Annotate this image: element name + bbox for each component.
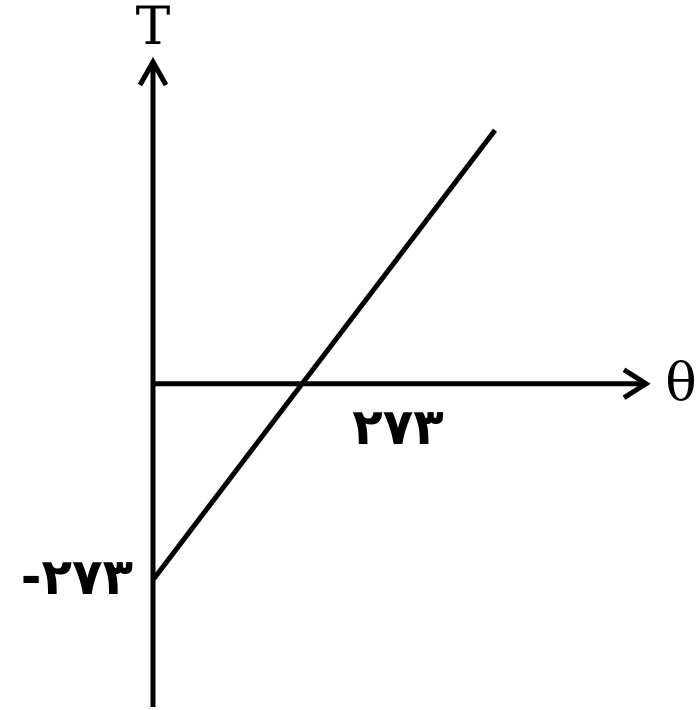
x-axis-arrowhead [622, 367, 651, 400]
y-axis-arrowhead [137, 56, 169, 87]
series-line [151, 128, 497, 582]
x-axis-label: θ [665, 354, 696, 414]
x-intercept-label: ۲۷۳ [352, 398, 444, 456]
y-axis-label: T [136, 0, 171, 57]
y-intercept-label: -۲۷۳ [21, 548, 133, 606]
